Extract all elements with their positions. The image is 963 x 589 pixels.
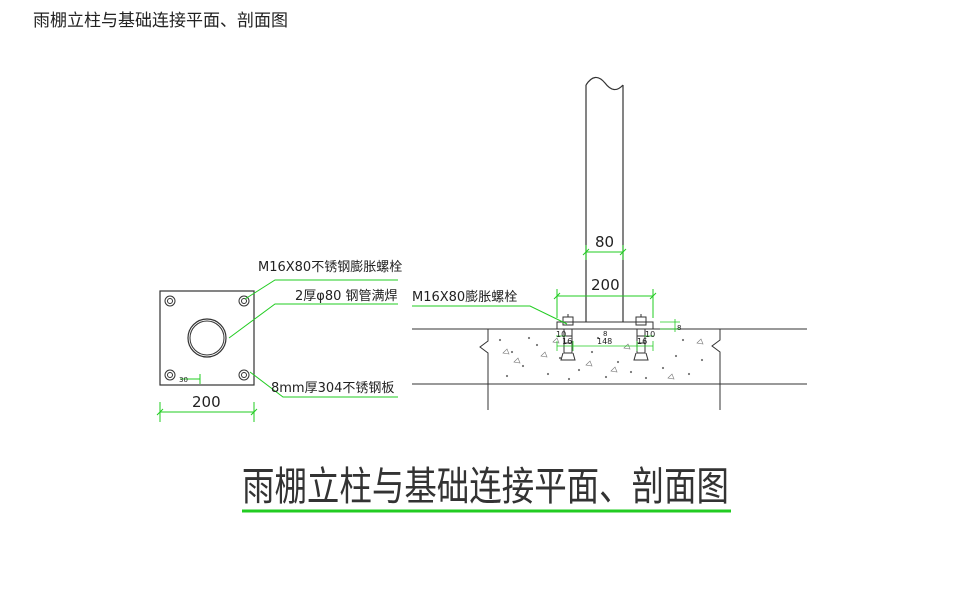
plan-plate-label: 8mm厚304不锈钢板 (271, 381, 394, 396)
section-plate-dimension (553, 289, 657, 318)
base-plate-plan (159, 290, 255, 386)
section-plate-dimension-text: 200 (591, 276, 620, 294)
section-small-dimensions (556, 319, 680, 351)
plan-width-text: 200 (192, 393, 221, 411)
section-pipe-dimension (582, 245, 627, 260)
base-plate-section (556, 321, 654, 330)
plan-bolt-bottom-right (238, 369, 250, 381)
section-bolt-leader (412, 305, 568, 325)
steel-column (585, 76, 624, 322)
plan-edge-dimension-text: 30 (179, 376, 188, 384)
plan-leaders (228, 279, 398, 398)
section-right-edge-text: 16 (637, 337, 647, 346)
section-thickness-text: 8 (677, 324, 681, 332)
section-mid-text: 8 (603, 330, 607, 338)
plan-width-dimension (156, 402, 258, 422)
section-right-small-text: 10 (645, 330, 655, 339)
section-left-edge-text: 16 (562, 337, 572, 346)
section-view: 80 200 M16X80膨胀螺栓 16 148 16 (412, 76, 807, 410)
concrete-right-break (711, 329, 721, 410)
plan-bolt-top-right (238, 295, 250, 307)
section-left-small-text: 10 (556, 330, 566, 339)
drawing-title: 雨棚立柱与基础连接平面、剖面图 (242, 464, 729, 510)
page-heading: 雨棚立柱与基础连接平面、剖面图 (33, 11, 288, 31)
plan-bolt-label: M16X80不锈钢膨胀螺栓 (258, 260, 402, 275)
section-pipe-dimension-text: 80 (595, 233, 614, 251)
section-center-text: 148 (597, 337, 612, 346)
pipe-outer-plan (187, 318, 227, 358)
section-bolt-left (560, 314, 576, 361)
concrete-hatch (498, 336, 704, 381)
section-bolt-label: M16X80膨胀螺栓 (412, 290, 517, 305)
pipe-inner-plan (189, 320, 225, 356)
plan-bolt-bottom-left (164, 369, 176, 381)
drawing-title-block: 雨棚立柱与基础连接平面、剖面图 (242, 464, 731, 513)
plan-view: 30 M16X80不锈钢膨胀螺栓 2厚φ80 钢管满焊 8mm厚304不锈钢板 … (156, 260, 402, 422)
plan-edge-dimension (180, 374, 201, 384)
concrete-left-break (479, 329, 489, 410)
plan-pipe-label: 2厚φ80 钢管满焊 (295, 288, 398, 304)
plan-bolt-top-left (164, 295, 176, 307)
